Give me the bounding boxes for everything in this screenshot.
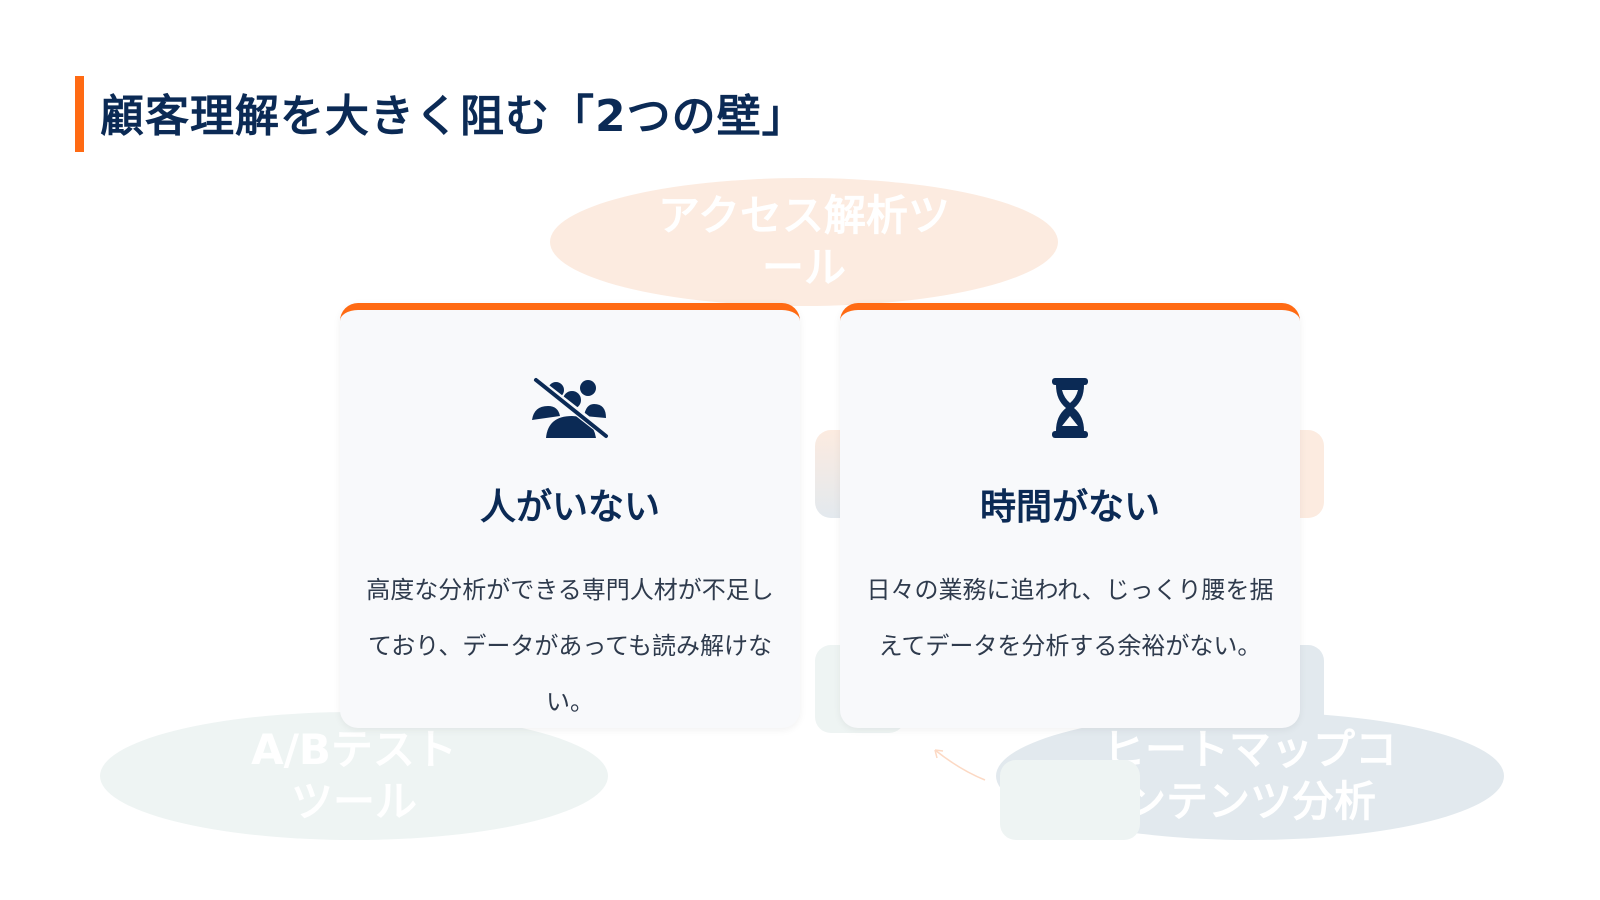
- bg-label-ab-test: A/Bテストツール: [100, 712, 608, 840]
- bg-label-text: A/Bテストツール: [251, 725, 457, 826]
- card-body: 高度な分析ができる専門人材が不足しており、データがあっても読み解けない。: [366, 576, 774, 716]
- card-no-time: 時間がない 日々の業務に追われ、じっくり腰を据えてデータを分析する余裕がない。: [840, 303, 1300, 728]
- card-no-people: 人がいない 高度な分析ができる専門人材が不足しており、データがあっても読み解けな…: [340, 303, 800, 728]
- arrow-icon: [934, 749, 986, 781]
- no-people-icon: [532, 376, 611, 440]
- card-body: 日々の業務に追われ、じっくり腰を据えてデータを分析する余裕がない。: [866, 576, 1274, 660]
- bg-label-text: アクセス解析ツール: [658, 191, 950, 292]
- card-title: 人がいない: [479, 487, 660, 528]
- card-title: 時間がない: [979, 487, 1160, 528]
- bg-label-text: ヒートマップコンテンツ分析: [1102, 725, 1397, 826]
- bg-label-access-analytics: アクセス解析ツール: [550, 178, 1058, 306]
- page-title: 顧客理解を大きく阻む「2つの壁」: [100, 91, 807, 142]
- title-accent-bar: [75, 76, 84, 152]
- bg-decor: [1000, 760, 1140, 840]
- hourglass-icon: [1052, 378, 1088, 438]
